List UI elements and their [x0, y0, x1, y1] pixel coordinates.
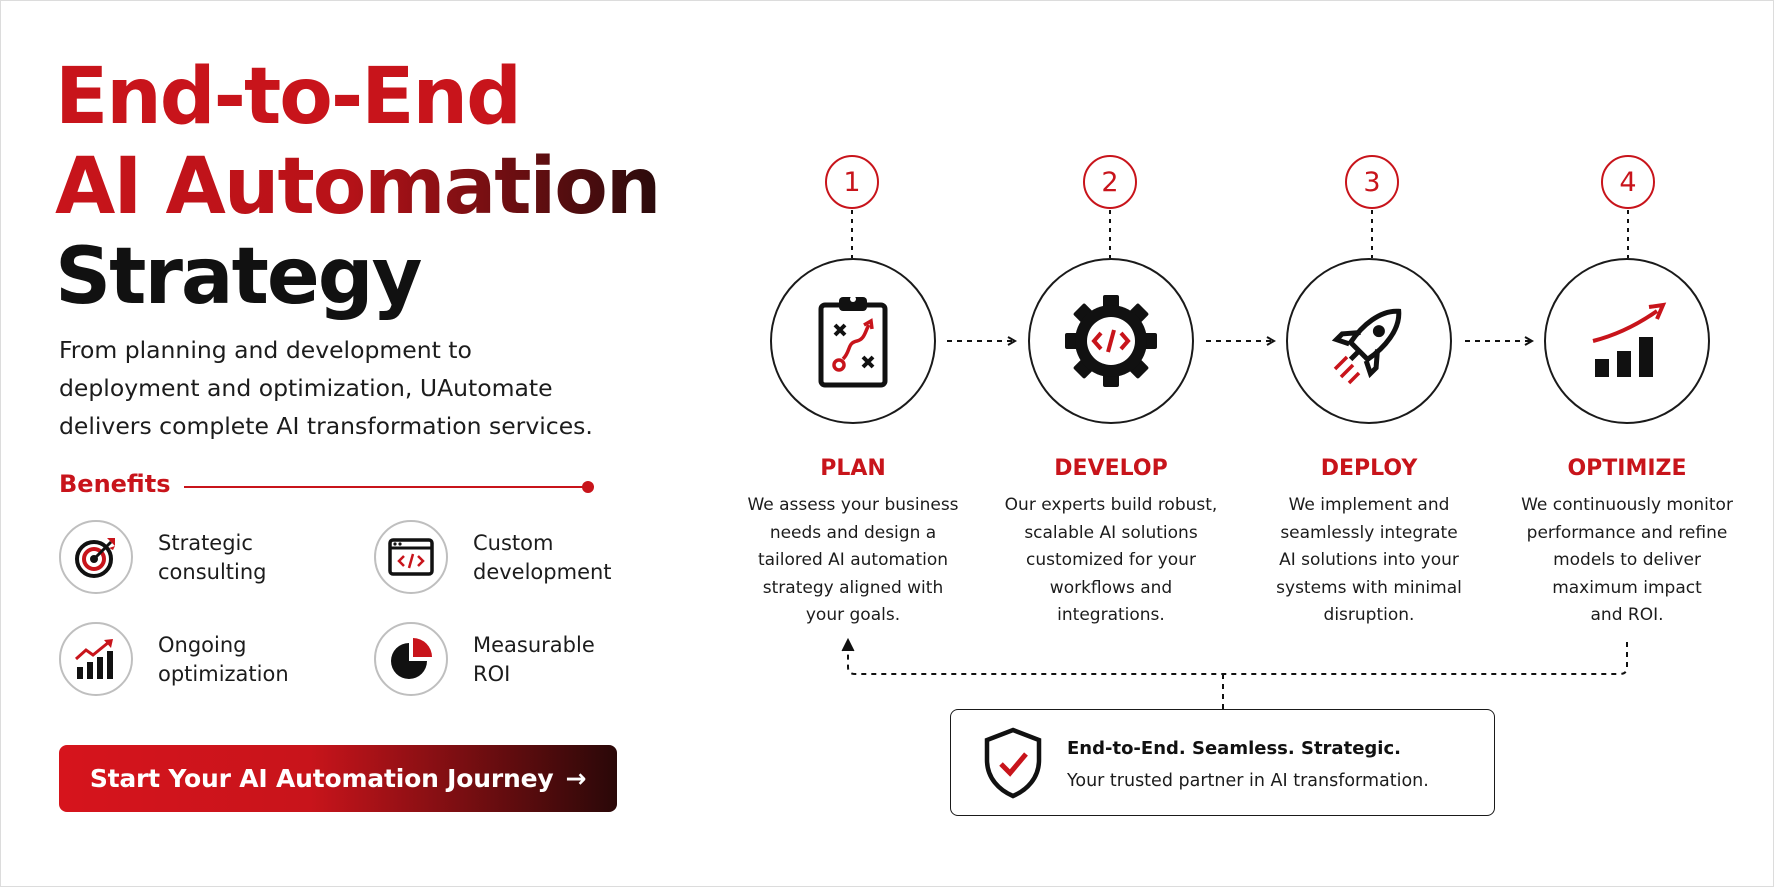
- benefit-label: Measurable ROI: [473, 633, 595, 686]
- step-title-optimize: OPTIMIZE: [1567, 456, 1687, 481]
- benefit-label: Strategic consulting: [158, 531, 267, 584]
- step-desc-develop: Our experts build robust, scalable AI so…: [1004, 495, 1218, 625]
- benefit-custom-development: Custom development: [374, 520, 674, 600]
- code-window-icon: [374, 520, 448, 594]
- benefits-heading: Benefits: [59, 470, 171, 498]
- step-desc-optimize: We continuously monitor performance and …: [1521, 495, 1733, 625]
- clipboard-strategy-icon: [818, 296, 888, 388]
- title-line-1: End-to-End: [55, 52, 522, 142]
- title-line-2: AI Automation: [55, 142, 695, 232]
- bar-chart-growth-icon: [1592, 302, 1667, 377]
- page-title: End-to-End AI Automation Strategy: [55, 52, 695, 322]
- callout-subtitle: Your trusted partner in AI transformatio…: [1067, 771, 1429, 791]
- step-desc-plan: We assess your business needs and design…: [747, 495, 959, 625]
- step-number-2: 2: [1083, 155, 1137, 209]
- feedback-arrowhead: [841, 637, 855, 652]
- step-number-3: 3: [1345, 155, 1399, 209]
- tagline-callout: End-to-End. Seamless. Strategic. Your tr…: [950, 709, 1495, 816]
- pie-chart-icon: [374, 622, 448, 696]
- benefits-divider: [184, 486, 584, 488]
- step-circle-develop: [1028, 258, 1194, 424]
- callout-title: End-to-End. Seamless. Strategic.: [1067, 738, 1401, 759]
- gear-code-icon: [1065, 295, 1157, 387]
- feedback-loop: [847, 642, 1628, 675]
- title-line-3: Strategy: [55, 232, 422, 322]
- step-circle-deploy: [1286, 258, 1452, 424]
- step-number-1: 1: [825, 155, 879, 209]
- step-desc-deploy: We implement and seamlessly integrate AI…: [1276, 495, 1462, 625]
- step-circle-optimize: [1544, 258, 1710, 424]
- step-title-plan: PLAN: [820, 456, 886, 481]
- start-journey-button[interactable]: Start Your AI Automation Journey →: [59, 745, 617, 812]
- step-title-deploy: DEPLOY: [1320, 456, 1418, 481]
- step-circle-plan: [770, 258, 936, 424]
- step-number-4: 4: [1601, 155, 1655, 209]
- cta-label: Start Your AI Automation Journey: [89, 764, 554, 793]
- step-title-develop: DEVELOP: [1054, 456, 1168, 481]
- hero-subtitle: From planning and development to deploym…: [59, 336, 593, 440]
- target-icon: [59, 520, 133, 594]
- rocket-icon: [1331, 308, 1402, 385]
- benefit-label: Custom development: [473, 531, 612, 584]
- arrow-right-icon: →: [565, 764, 587, 793]
- benefit-measurable-roi: Measurable ROI: [374, 622, 674, 702]
- growth-chart-icon: [59, 622, 133, 696]
- benefits-divider-dot: [582, 481, 594, 493]
- benefit-label: Ongoing optimization: [158, 633, 289, 686]
- benefit-strategic-consulting: Strategic consulting: [59, 520, 359, 600]
- shield-check-icon: [984, 727, 1042, 799]
- benefit-ongoing-optimization: Ongoing optimization: [59, 622, 359, 702]
